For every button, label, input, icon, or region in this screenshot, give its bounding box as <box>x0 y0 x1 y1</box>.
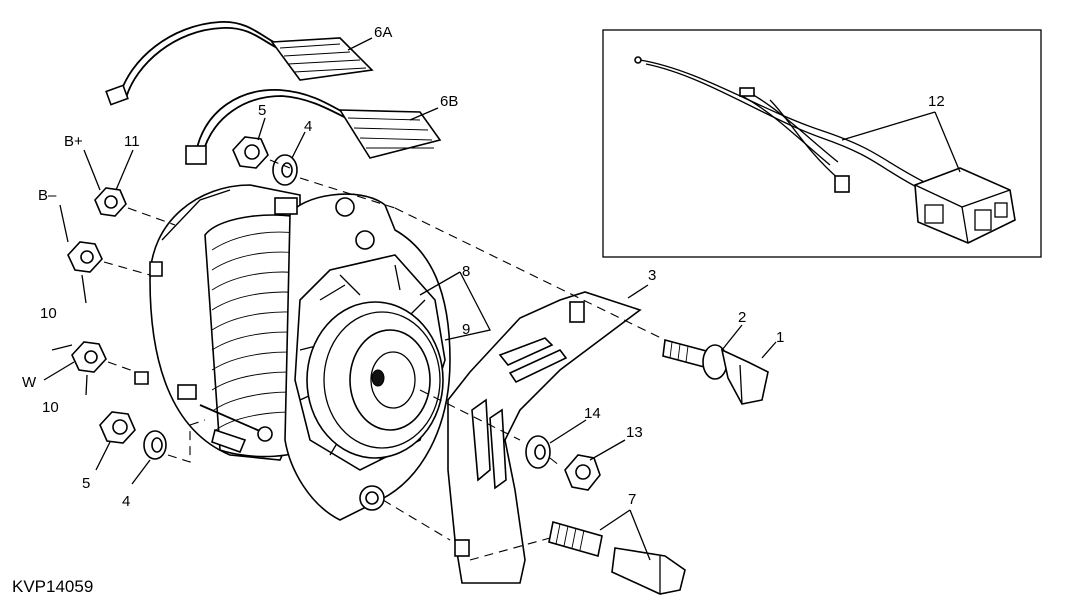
inset-harness-box <box>602 29 1042 258</box>
label-10-lower: 10 <box>42 399 59 416</box>
label-w: W <box>22 374 37 391</box>
callout-labels: 6A 6B 5 4 B+ 11 B– 8 9 3 2 1 10 W 10 14 … <box>22 24 945 510</box>
label-5-lower: 5 <box>82 475 90 492</box>
nut-5-lower <box>99 411 136 444</box>
washer-14 <box>525 435 551 469</box>
bolt-1 <box>662 338 769 405</box>
pulley-9 <box>306 301 444 459</box>
washer-4-upper <box>272 154 298 186</box>
bracket-3 <box>447 291 642 584</box>
label-13: 13 <box>626 424 643 441</box>
figure-id: KVP14059 <box>12 577 93 596</box>
label-6b: 6B <box>440 93 458 110</box>
stud-7 <box>548 520 686 595</box>
label-b-minus: B– <box>38 187 57 204</box>
washer-4-lower <box>143 430 167 460</box>
label-9: 9 <box>462 321 470 338</box>
label-2: 2 <box>738 309 746 326</box>
label-1: 1 <box>776 329 784 346</box>
nut-10-upper <box>67 241 103 273</box>
label-10-upper: 10 <box>40 305 57 322</box>
alignment-lines <box>103 159 666 561</box>
alternator <box>134 184 451 521</box>
label-12: 12 <box>928 93 945 110</box>
nut-13 <box>564 454 601 491</box>
harness-6b <box>185 89 442 165</box>
leader-lines <box>43 37 777 561</box>
label-5-upper: 5 <box>258 102 266 119</box>
harness-6a <box>105 21 374 106</box>
label-4-upper: 4 <box>304 118 312 135</box>
nut-11 <box>94 187 127 217</box>
nut-5-upper <box>232 136 269 169</box>
label-b-plus: B+ <box>64 133 83 150</box>
label-14: 14 <box>584 405 601 422</box>
label-6a: 6A <box>374 24 392 41</box>
label-7: 7 <box>628 491 636 508</box>
nut-10-lower <box>71 341 107 373</box>
label-4-lower: 4 <box>122 493 130 510</box>
label-11: 11 <box>124 133 140 150</box>
harness-connector <box>914 167 1016 244</box>
label-3: 3 <box>648 267 656 284</box>
label-8: 8 <box>462 263 470 280</box>
